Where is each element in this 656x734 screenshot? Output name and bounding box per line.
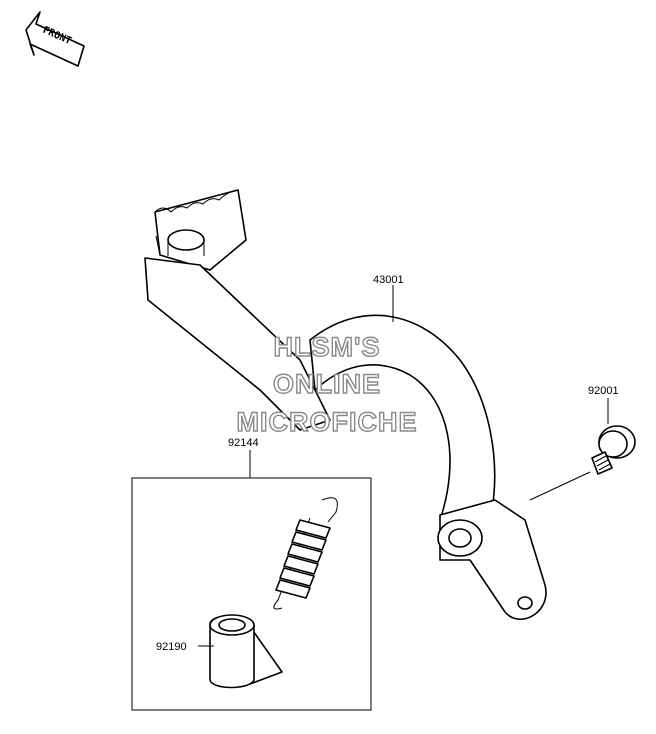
collar	[209, 614, 283, 689]
return-spring	[273, 497, 338, 610]
front-arrow: FRONT	[25, 11, 85, 67]
bolt	[529, 425, 636, 501]
label-43001: 43001	[373, 274, 404, 286]
kit-box	[131, 477, 372, 711]
label-92001: 92001	[588, 385, 619, 397]
watermark-line-1: HLSM'S	[274, 332, 381, 362]
watermark: HLSM'S ONLINE MICROFICHE	[236, 331, 418, 437]
label-92144: 92144	[228, 437, 259, 449]
label-92190: 92190	[156, 641, 187, 653]
watermark-line-3: MICROFICHE	[237, 407, 418, 437]
brake-pedal	[144, 189, 547, 621]
watermark-line-2: ONLINE	[273, 369, 381, 399]
